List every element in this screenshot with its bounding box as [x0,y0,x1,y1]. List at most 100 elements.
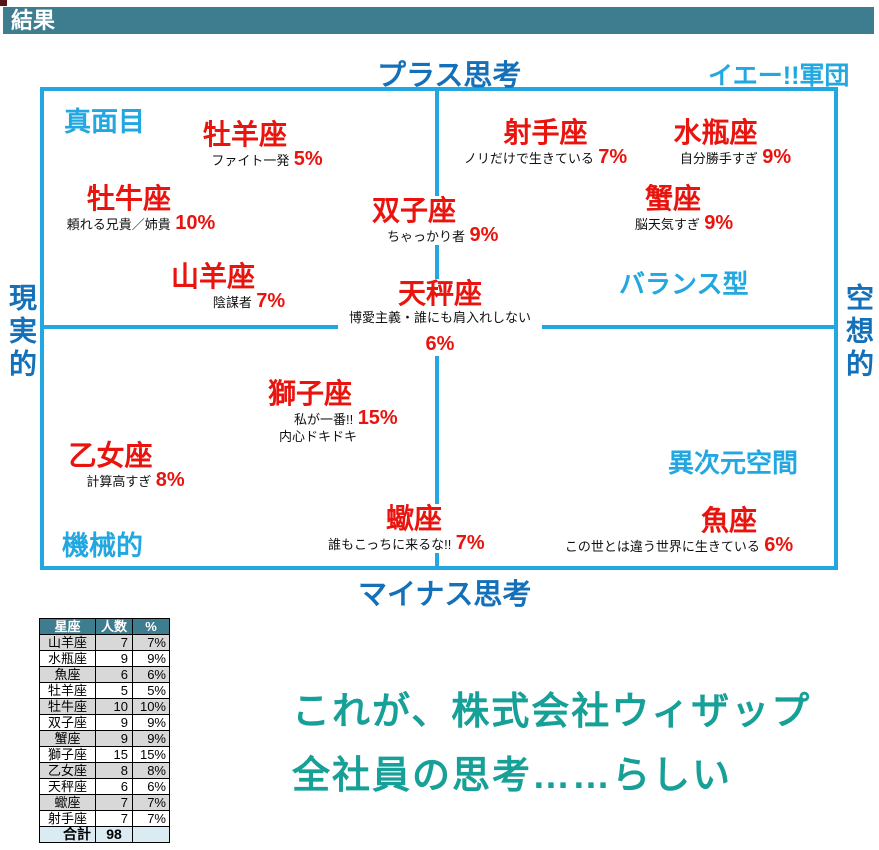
percent-cell: 6% [132,666,170,683]
zodiac-desc: 頼れる兄貴／姉貴 [66,217,171,232]
zodiac-name: 天秤座 [397,278,482,309]
count-cell: 5 [95,682,133,699]
corner-mark [0,0,7,6]
zodiac-entry-libra: 天秤座 博愛主義・誰にも肩入れしない 6% [338,279,542,356]
zodiac-desc: ノリだけで生きている [463,151,594,166]
zodiac-percent: 8% [155,469,185,491]
total-value: 98 [95,826,133,843]
percent-cell: 15% [132,746,170,763]
zodiac-desc: 陰謀者 [212,295,252,310]
count-cell: 6 [95,666,133,683]
percent-cell: 6% [132,778,170,795]
zodiac-percent: 10% [175,212,216,234]
axis-label-minus: マイナス思考 [358,579,532,611]
count-cell: 15 [95,746,133,763]
zodiac-name: 蟹座 [644,183,701,214]
count-cell: 9 [95,650,133,667]
axis-label-realistic: 現実的 [6,283,37,382]
zodiac-percent: 9% [704,212,734,234]
zodiac-percent: 7% [256,290,286,312]
zodiac-desc: ちゃっかり者 [387,229,466,244]
corner-label-yeah-gang: イエー!!軍団 [708,62,850,90]
zodiac-desc-2: 内心ドキドキ [278,429,357,444]
zodiac-cell: 射手座 [39,810,96,827]
percent-cell: 9% [132,730,170,747]
zodiac-cell: 天秤座 [39,778,96,795]
count-cell: 7 [95,634,133,651]
axis-label-fanciful: 空想的 [843,283,874,382]
zodiac-desc: 脳天気すぎ [634,217,700,232]
zodiac-entry-cancer: 蟹座 脳天気すぎ 9% [608,183,738,234]
zodiac-entry-aquarius: 水瓶座 自分勝手すぎ 9% [638,117,793,168]
header-count: 人数 [95,618,133,635]
count-cell: 7 [95,810,133,827]
zodiac-entry-aries: 牡羊座 ファイト一発 5% [160,119,330,170]
zodiac-percent: 15% [357,407,398,429]
total-percent-empty [132,826,170,843]
zodiac-percent: 5% [293,148,323,170]
zodiac-cell: 山羊座 [39,634,96,651]
zodiac-percent: 7% [455,532,485,554]
zodiac-name: 乙女座 [68,440,153,471]
zodiac-desc: 自分勝手すぎ [679,151,758,166]
header-percent: % [132,618,170,635]
zodiac-cell: 蟹座 [39,730,96,747]
zodiac-name: 水瓶座 [673,117,758,148]
percent-cell: 10% [132,698,170,715]
zodiac-name: 蠍座 [385,503,442,534]
zodiac-percent: 9% [762,146,792,168]
zodiac-desc: 私が一番!! [294,412,354,427]
table-header-row: 星座 人数 % [39,618,170,635]
percent-cell: 5% [132,682,170,699]
zodiac-entry-taurus: 牡牛座 頼れる兄貴／姉貴 10% [38,183,220,234]
axis-label-plus: プラス思考 [377,60,522,92]
zodiac-cell: 魚座 [39,666,96,683]
zodiac-name: 山羊座 [170,261,255,292]
total-label: 合計 [39,826,96,843]
page-title: 結果 [11,8,56,33]
zodiac-desc: 博愛主義・誰にも肩入れしない [348,310,531,325]
zodiac-desc: 計算高すぎ [86,474,152,489]
zodiac-entry-virgo: 乙女座 計算高すぎ 8% [28,440,193,491]
zodiac-entry-pisces: 魚座 この世とは違う世界に生きている 6% [562,506,796,555]
zodiac-entry-capricorn: 山羊座 陰謀者 7% [138,261,288,312]
caption-line-2: 全社員の思考……らしい [292,755,733,797]
count-cell: 8 [95,762,133,779]
zodiac-percent: 6% [425,333,455,355]
zodiac-entry-leo: 獅子座 私が一番!! 15% 内心ドキドキ [230,379,398,445]
zodiac-cell: 牡羊座 [39,682,96,699]
count-cell: 10 [95,698,133,715]
zodiac-percent: 9% [469,224,499,246]
quadrant-label-serious: 真面目 [64,107,145,137]
zodiac-name: 牡牛座 [86,183,171,214]
zodiac-percent: 7% [598,146,628,168]
zodiac-name: 牡羊座 [202,119,287,150]
zodiac-desc: ファイト一発 [211,153,290,168]
count-cell: 9 [95,730,133,747]
zodiac-cell: 牡牛座 [39,698,96,715]
count-cell: 6 [95,778,133,795]
zodiac-cell: 獅子座 [39,746,96,763]
caption: これが、株式会社ウィザップ 全社員の思考……らしい [292,680,811,808]
zodiac-name: 魚座 [700,505,757,536]
quadrant-label-other-dimension: 異次元空間 [668,448,799,478]
zodiac-entry-scorpio: 蠍座 誰もこっちに来るな!! 7% [328,504,500,553]
percent-cell: 8% [132,762,170,779]
zodiac-percent: 6% [764,534,794,556]
quadrant-label-balance: バランス型 [619,269,749,299]
